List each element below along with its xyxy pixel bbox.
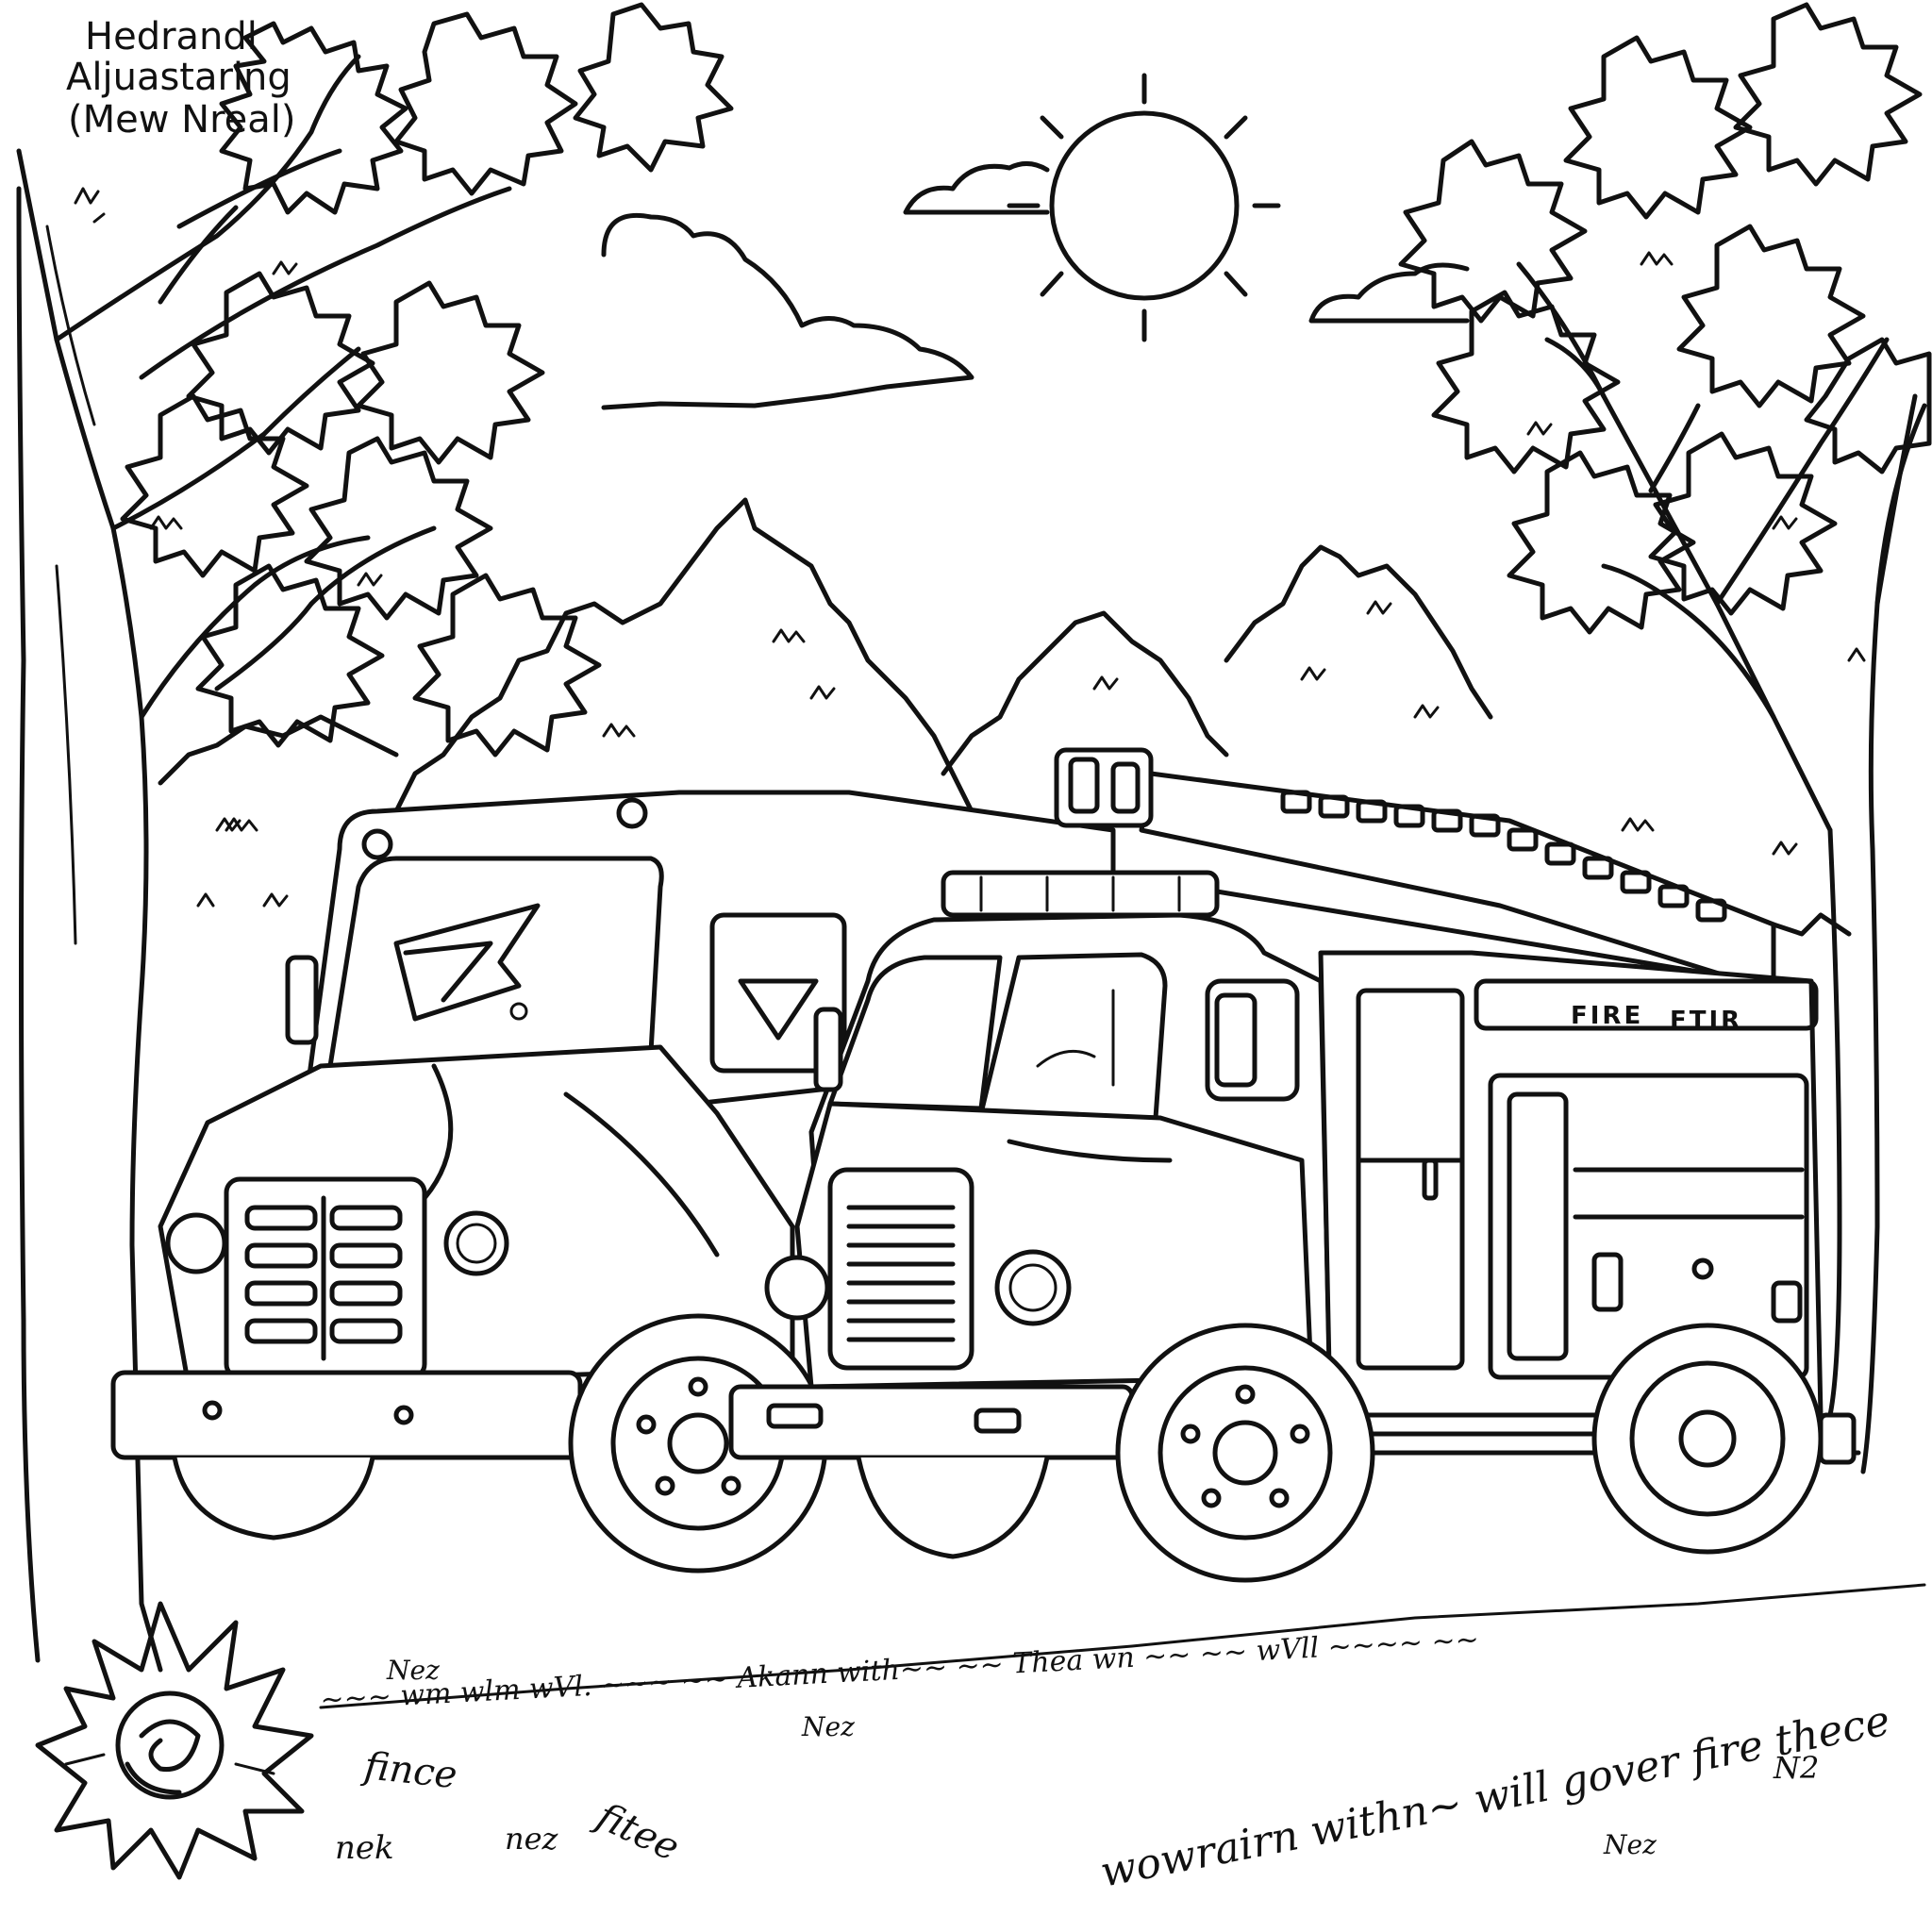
fire-truck: FIRE FTIR <box>728 747 1861 1583</box>
ground-word-nez-5: Nez <box>1603 1829 1657 1860</box>
ground-line <box>319 1583 1926 1709</box>
ground-word-nez-1: nez <box>505 1821 559 1857</box>
ground-word-nez-2: Nez <box>386 1655 440 1686</box>
rose-bush <box>35 1601 314 1880</box>
fire-truck-ladder <box>1129 790 1757 984</box>
ground-text-line-1: ~~~ wm wlm wVl. ~~~ ~~ Akann with~~ ~~ T… <box>320 1624 1480 1717</box>
sun-icon <box>1007 73 1281 342</box>
caption-line-1: Hedrandl <box>85 15 258 58</box>
ground-word-fitee: fitee <box>588 1793 686 1870</box>
cloud-center <box>903 161 1050 215</box>
ground-word-fince: fince <box>359 1744 459 1797</box>
ground-text-line-2: wowrairn withn~ will gover fire thece <box>1096 1696 1893 1896</box>
fire-truck-label-right: FTIR <box>1670 1007 1742 1035</box>
caption-line-2: Aljuastaring <box>66 56 291 99</box>
ground-word-nez-4: N2 <box>1773 1750 1819 1786</box>
cloud-right <box>1308 262 1470 324</box>
caption-block: Hedrandl Aljuastaring (Mew Nreal) <box>66 15 295 142</box>
right-tree <box>1398 2 1932 1474</box>
caption-line-3: (Mew Nreal) <box>68 98 295 142</box>
left-tree <box>16 2 734 1673</box>
cloud-large <box>601 212 974 410</box>
ground-word-nek: nek <box>335 1829 394 1867</box>
fire-truck-label-left: FIRE <box>1571 1002 1643 1030</box>
ground-word-nez-3: Nez <box>801 1711 855 1742</box>
